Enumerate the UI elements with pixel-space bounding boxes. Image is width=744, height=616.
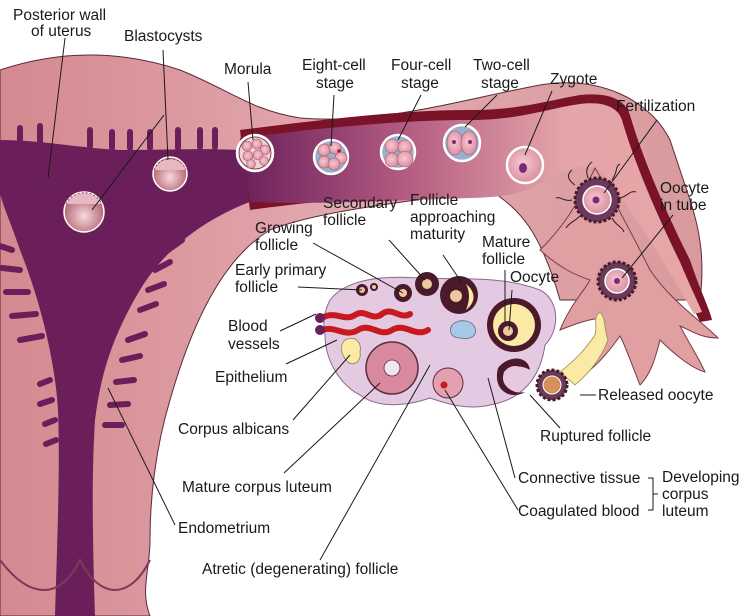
tube-lumen <box>240 103 702 314</box>
ruptured-follicle <box>496 358 530 395</box>
embryo-stages <box>63 123 638 402</box>
follicle-approaching-maturity <box>440 276 478 314</box>
uterus <box>0 54 703 616</box>
endometrial-glands <box>0 123 218 447</box>
label-coagulated-blood: Coagulated blood <box>518 503 640 520</box>
ovary <box>315 272 557 408</box>
label-zygote: Zygote <box>550 71 597 88</box>
epithelium-patch <box>340 337 361 365</box>
two-cell-embryo <box>442 123 482 163</box>
four-cell-embryo <box>379 133 417 171</box>
released-oocyte-cell <box>535 368 569 402</box>
developing-corpus-luteum <box>432 367 464 399</box>
label-connective-tissue: Connective tissue <box>518 470 640 487</box>
label-mature-corpus-luteum: Mature corpus luteum <box>182 479 332 496</box>
cumulus-stream <box>559 311 609 386</box>
label-morula: Morula <box>224 61 272 78</box>
label-fertilization: Fertilization <box>616 98 695 115</box>
label-atretic-follicle: Atretic (degenerating) follicle <box>202 561 398 578</box>
secondary-follicle <box>415 272 439 296</box>
leader-lines <box>47 37 674 561</box>
blastocyst-implanting <box>63 191 105 233</box>
morula-cell <box>235 133 275 173</box>
label-corpus-albicans: Corpus albicans <box>178 421 289 438</box>
blastocyst-free <box>152 156 188 192</box>
label-oocyte: Oocyte <box>510 269 559 286</box>
label-ruptured-follicle: Ruptured follicle <box>540 428 651 445</box>
zygote-cell <box>505 145 545 185</box>
eight-cell-embryo <box>312 138 350 176</box>
cervix <box>0 557 151 591</box>
label-epithelium: Epithelium <box>215 369 287 386</box>
label-blastocysts: Blastocysts <box>124 28 203 45</box>
atretic-follicle-shape <box>450 320 476 340</box>
oocyte-in-tube-cell <box>596 260 638 302</box>
label-released-oocyte: Released oocyte <box>598 387 713 404</box>
label-endometrium: Endometrium <box>178 520 270 537</box>
blood-vessels <box>319 308 431 336</box>
endometrium-cavity <box>0 140 440 616</box>
mature-follicle <box>487 298 541 352</box>
